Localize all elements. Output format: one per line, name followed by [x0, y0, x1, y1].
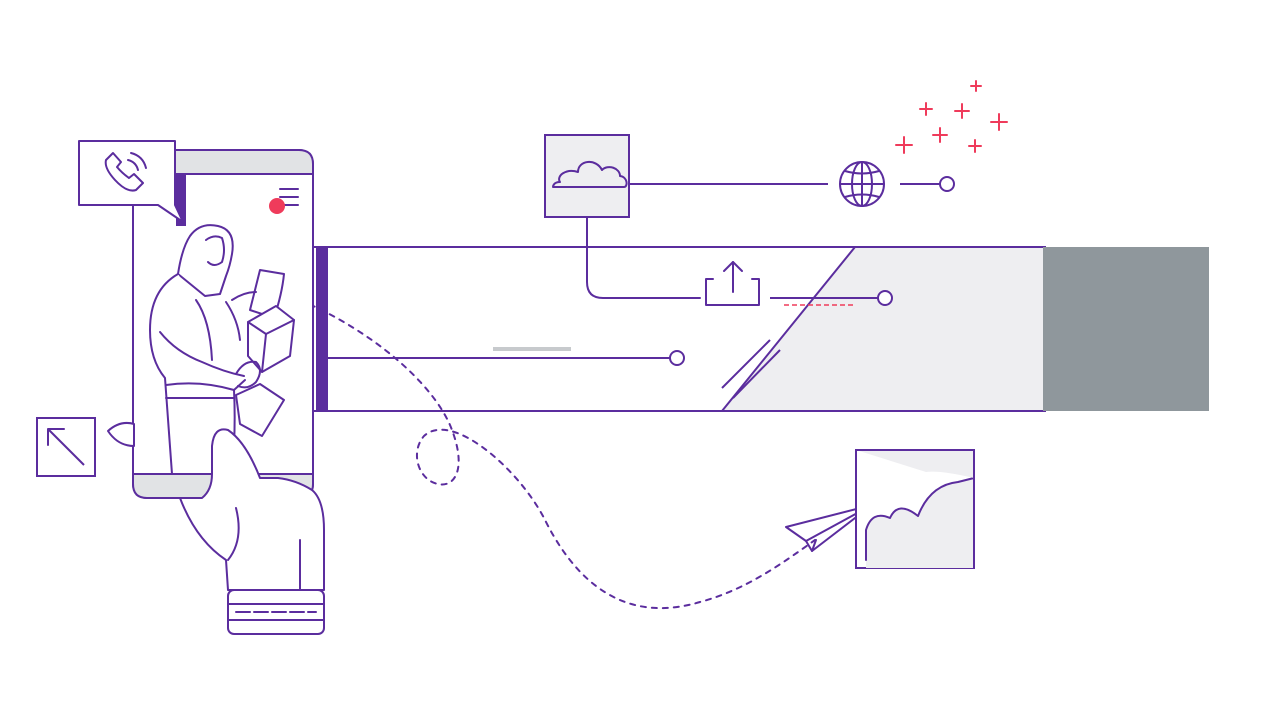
- person-figure: [149, 224, 295, 475]
- sparkle-icon: [895, 80, 1008, 154]
- connector-node: [669, 350, 685, 366]
- paper-plane-icon: [785, 504, 873, 552]
- hand: [107, 421, 325, 635]
- arrow-up-left-icon: [36, 417, 96, 477]
- transfer-band: [299, 246, 1209, 412]
- call-bubble: [78, 140, 184, 223]
- image-card: [855, 449, 975, 569]
- upload-node: [877, 290, 893, 306]
- globe-node: [939, 176, 955, 192]
- gray-block: [1043, 247, 1209, 411]
- flight-path: [299, 299, 816, 610]
- upload-icon: [705, 261, 760, 306]
- cloud-icon: [552, 161, 628, 188]
- cloud-box: [544, 134, 828, 299]
- phone-call-icon: [104, 152, 147, 192]
- notification-dot: [269, 198, 285, 214]
- globe-icon: [839, 161, 885, 207]
